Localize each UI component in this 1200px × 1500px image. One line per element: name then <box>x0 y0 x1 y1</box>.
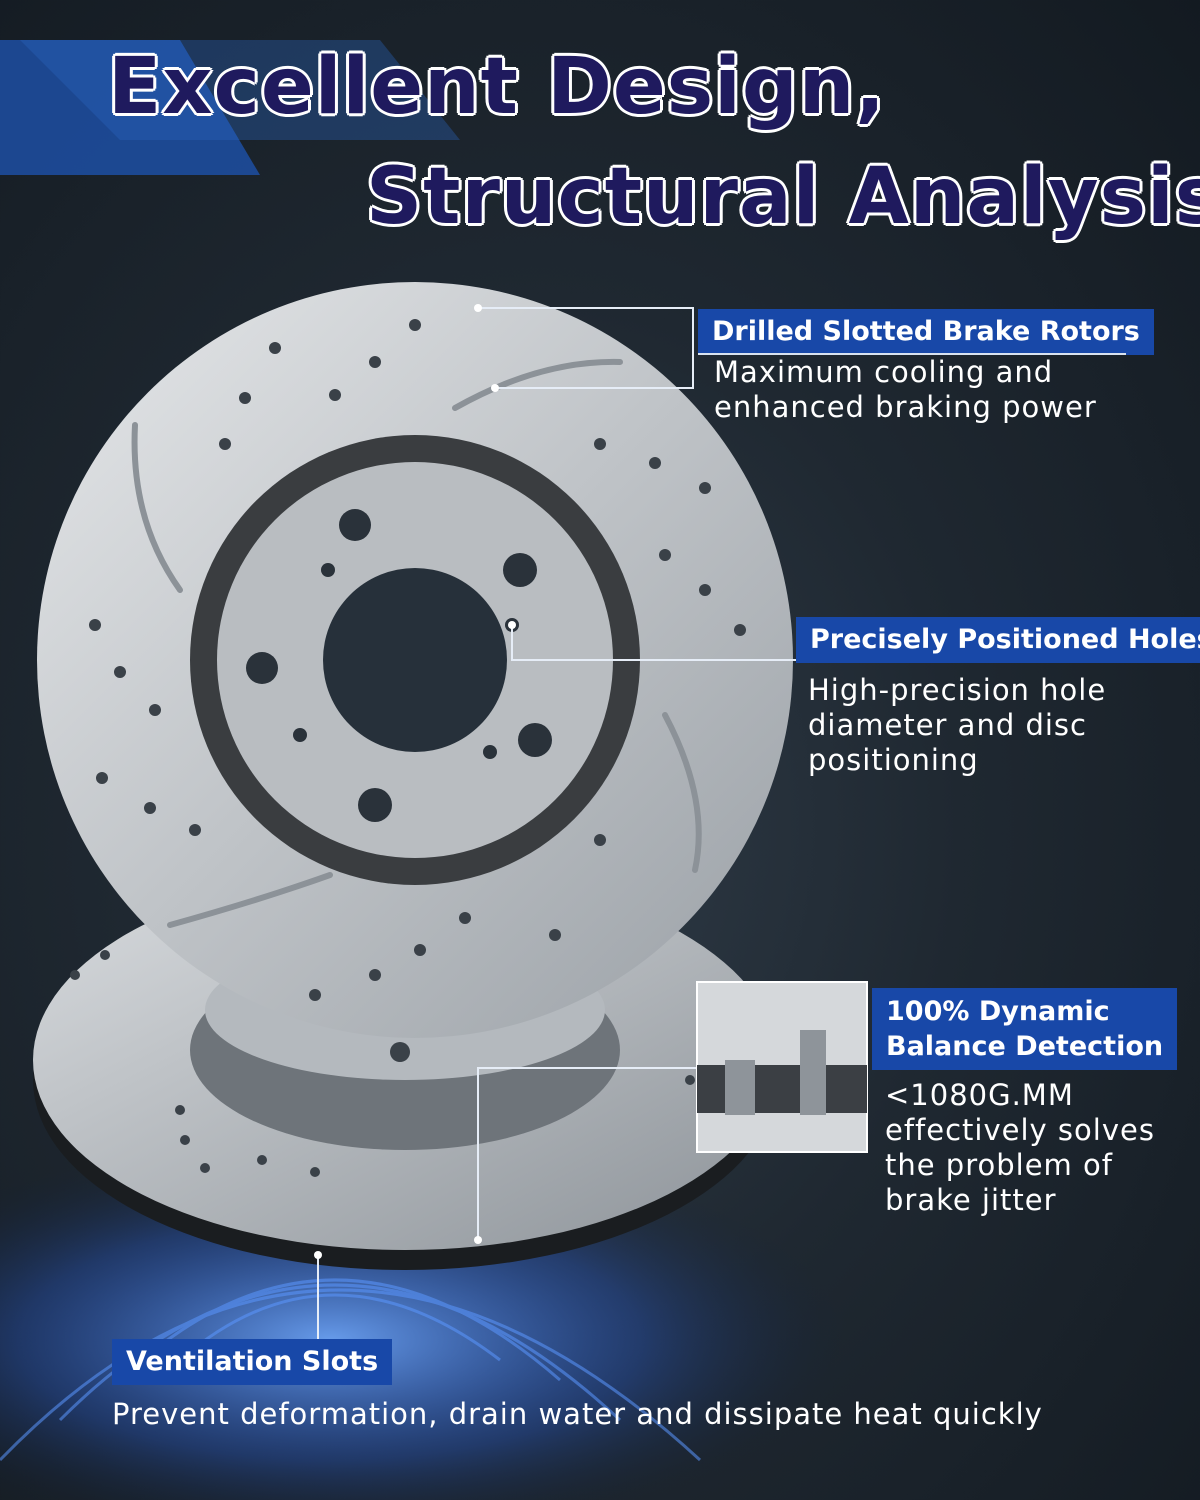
feature-desc-rotors: Maximum cooling and enhanced braking pow… <box>714 355 1097 425</box>
feature-desc-holes-line-2: diameter and disc <box>808 708 1087 742</box>
feature-desc-balance-line-2: effectively solves <box>885 1113 1155 1147</box>
feature-label-balance-line-2: Balance Detection <box>886 1031 1164 1062</box>
feature-desc-rotors-line-2: enhanced braking power <box>714 390 1097 424</box>
feature-label-holes: Precisely Positioned Holes <box>796 617 1200 663</box>
feature-desc-holes-line-1: High-precision hole <box>808 673 1107 707</box>
feature-desc-balance-line-3: the problem of <box>885 1148 1113 1182</box>
feature-desc-balance-line-1: <1080G.MM <box>885 1078 1074 1112</box>
feature-label-balance-line-1: 100% Dynamic <box>886 996 1110 1027</box>
feature-desc-balance-line-4: brake jitter <box>885 1183 1057 1217</box>
feature-desc-holes-line-3: positioning <box>808 743 979 777</box>
feature-desc-ventilation-line-1: Prevent deformation, drain water and dis… <box>112 1397 1043 1431</box>
headline-line-2: Structural Analysis <box>366 152 1200 242</box>
feature-desc-holes: High-precision hole diameter and disc po… <box>808 673 1106 778</box>
headline-line-1: Excellent Design, <box>108 42 886 132</box>
feature-desc-rotors-line-1: Maximum cooling and <box>714 355 1054 389</box>
feature-label-ventilation: Ventilation Slots <box>112 1339 393 1385</box>
feature-label-balance: 100% Dynamic Balance Detection <box>872 988 1178 1070</box>
feature-desc-balance: <1080G.MM effectively solves the problem… <box>885 1078 1155 1218</box>
feature-desc-ventilation: Prevent deformation, drain water and dis… <box>112 1397 1043 1432</box>
feature-underline-rotors <box>698 353 1126 355</box>
feature-label-rotors: Drilled Slotted Brake Rotors <box>698 309 1154 355</box>
